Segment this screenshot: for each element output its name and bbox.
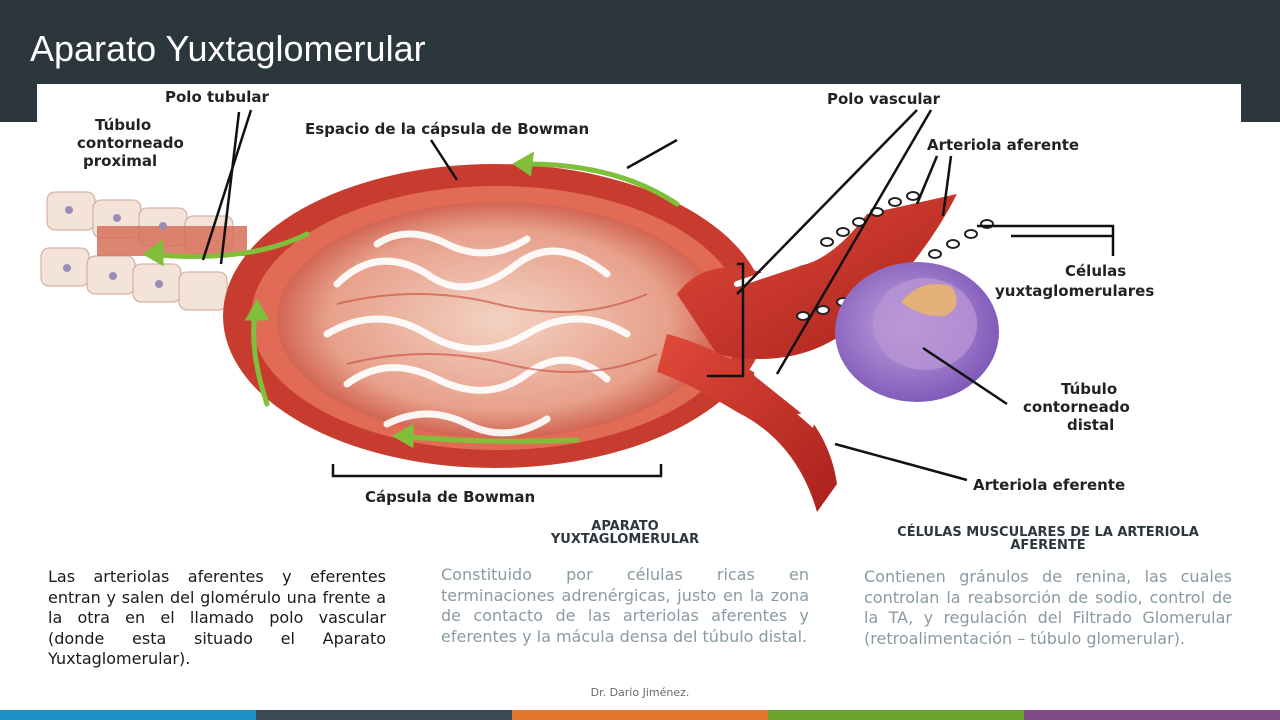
diagram-illustration: Polo tubular Túbulo contorneado proximal… [40, 88, 1154, 512]
label-tubulo-proximal-1: Túbulo [95, 116, 151, 134]
page-title: Aparato Yuxtaglomerular [30, 28, 426, 69]
label-polo-vascular: Polo vascular [827, 90, 941, 108]
label-tubulo-distal-2: contorneado [1023, 398, 1130, 416]
middle-heading-line2: YUXTAGLOMERULAR [550, 532, 700, 547]
right-heading-line1: CÉLULAS MUSCULARES DE LA ARTERIOLA [897, 525, 1199, 540]
bottom-bar-purple [1024, 710, 1280, 720]
bottom-bar-orange [512, 710, 768, 720]
label-tubulo-distal-1: Túbulo [1061, 380, 1117, 398]
label-celulas-yuxta-2: yuxtaglomerulares [995, 282, 1154, 300]
right-heading-line2: AFERENTE [1010, 538, 1086, 553]
right-column-heading: CÉLULAS MUSCULARES DE LA ARTERIOLA AFERE… [864, 526, 1232, 552]
bottom-bar-green [768, 710, 1024, 720]
bottom-bar-blue [0, 710, 256, 720]
bowman-capsule [223, 164, 767, 468]
proximal-tubule [40, 191, 247, 311]
filtrate-flow-arrows [142, 151, 680, 449]
label-celulas-yuxta-1: Células [1065, 262, 1126, 280]
label-polo-tubular: Polo tubular [165, 88, 269, 106]
bottom-bar-dark [256, 710, 512, 720]
distal-tubule [835, 262, 999, 402]
right-column-text: Contienen gránulos de renina, las cuales… [864, 567, 1232, 648]
label-tubulo-proximal-2: contorneado [77, 134, 184, 152]
juxtaglomerular-diagram: Polo tubular Túbulo contorneado proximal… [37, 84, 1241, 512]
label-arteriola-aferente: Arteriola aferente [927, 136, 1079, 154]
label-tubulo-proximal-3: proximal [83, 152, 157, 170]
middle-column-text: Constituido por células ricas en termina… [441, 565, 809, 646]
middle-heading-line1: APARATO [591, 519, 659, 534]
label-espacio-bowman: Espacio de la cápsula de Bowman [305, 120, 589, 138]
vascular-pole [657, 194, 957, 512]
label-tubulo-distal-3: distal [1067, 416, 1114, 434]
label-arteriola-eferente: Arteriola eferente [973, 476, 1125, 494]
middle-column-heading: APARATO YUXTAGLOMERULAR [441, 520, 809, 546]
footer-author: Dr. Darío Jiménez. [590, 686, 690, 699]
label-capsula-bowman: Cápsula de Bowman [365, 488, 535, 506]
left-column-text: Las arteriolas aferentes y eferentes ent… [48, 567, 386, 668]
label-pointers [201, 109, 1115, 482]
